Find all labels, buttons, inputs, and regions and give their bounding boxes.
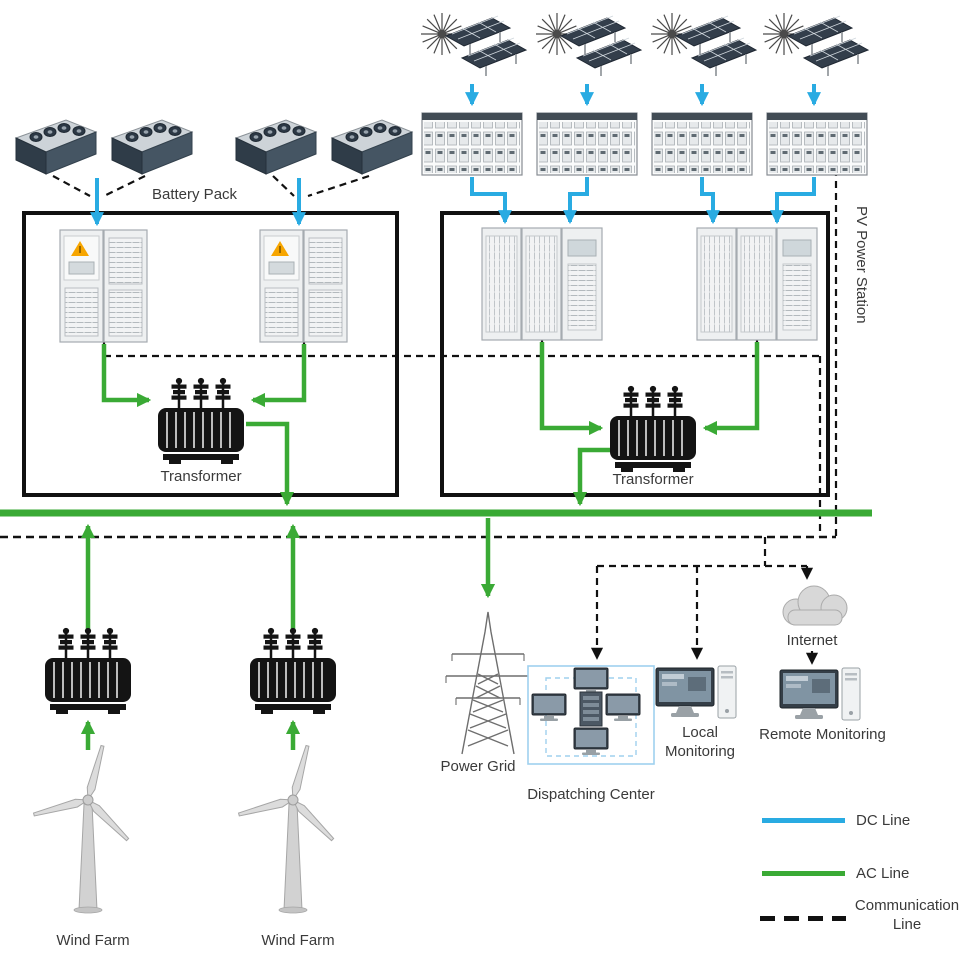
monitor-icon: [655, 667, 715, 718]
pv-power-station-label: PV Power Station: [852, 206, 870, 324]
ac-transformer2-to-bus: [572, 447, 612, 507]
battery-station-boundary: [22, 211, 399, 497]
combiner-box-icon: [421, 112, 523, 176]
ac-inverter1-to-transformer: [101, 344, 152, 408]
ac-transformer1-to-bus: [246, 421, 295, 507]
pv-array-icon: [763, 13, 868, 76]
wind-turbine-icon: [32, 744, 131, 914]
ac-inverter2-to-transformer: [250, 344, 307, 408]
internet-label: Internet: [786, 632, 838, 649]
dispatching-center-label: Dispatching Center: [527, 786, 655, 803]
local-monitoring-label: Local Monitoring: [664, 724, 736, 760]
dc-combiner4-to-inverter: [770, 177, 816, 225]
transformer-label: Transformer: [160, 468, 242, 485]
wind-farm-label: Wind Farm: [261, 932, 335, 949]
pv-array-icon: [536, 13, 641, 76]
pv-inverter-cabinet-icon: [696, 227, 818, 341]
transformer-label: Transformer: [612, 471, 694, 488]
inverter-cabinet-icon: [59, 229, 148, 343]
combiner-box-icon: [651, 112, 753, 176]
combiner-box-icon: [766, 112, 868, 176]
legend-comm-label: Communication Line: [854, 897, 960, 933]
legend-ac-label: AC Line: [856, 865, 910, 882]
legend-comm-swatch: [760, 916, 846, 921]
pv-station-boundary: [440, 211, 830, 497]
inverter-cabinet-icon: [259, 229, 348, 343]
tower-pc-icon: [841, 667, 861, 721]
battery-icon: [331, 119, 413, 175]
transformer-icon: [608, 385, 698, 474]
dc-combiner2-to-inverter: [563, 177, 589, 225]
dc-combiner3-to-inverter: [700, 177, 720, 225]
server-icon: [579, 691, 603, 727]
dc-combiner1-to-inverter: [470, 177, 512, 225]
pv-array-icon: [651, 13, 756, 76]
ac-pv-inverter2-to-transformer: [702, 342, 760, 436]
wind-transformer-icon: [43, 627, 133, 716]
remote-monitoring-label: Remote Monitoring: [759, 726, 886, 743]
cloud-icon: [782, 585, 848, 626]
legend-ac-swatch: [762, 871, 845, 876]
legend-dc-label: DC Line: [856, 812, 911, 829]
battery-icon: [235, 119, 317, 175]
wind-transformer-icon: [248, 627, 338, 716]
power-grid-label: Power Grid: [440, 758, 516, 775]
comm-inverter-risers: [102, 340, 759, 356]
battery-icon: [111, 119, 193, 175]
transformer-icon: [156, 377, 246, 466]
wind-farm-label: Wind Farm: [56, 932, 130, 949]
battery-pack-label: Battery Pack: [152, 186, 238, 203]
battery-icon: [15, 119, 97, 175]
pv-array-icon: [421, 13, 526, 76]
monitor-icon: [779, 669, 839, 720]
legend-dc-swatch: [762, 818, 845, 823]
grid-tower-icon: [445, 611, 531, 755]
combiner-box-icon: [536, 112, 638, 176]
ac-pv-inverter1-to-transformer: [539, 342, 604, 436]
pv-inverter-cabinet-icon: [481, 227, 603, 341]
wind-turbine-icon: [237, 744, 336, 914]
tower-pc-icon: [717, 665, 737, 719]
